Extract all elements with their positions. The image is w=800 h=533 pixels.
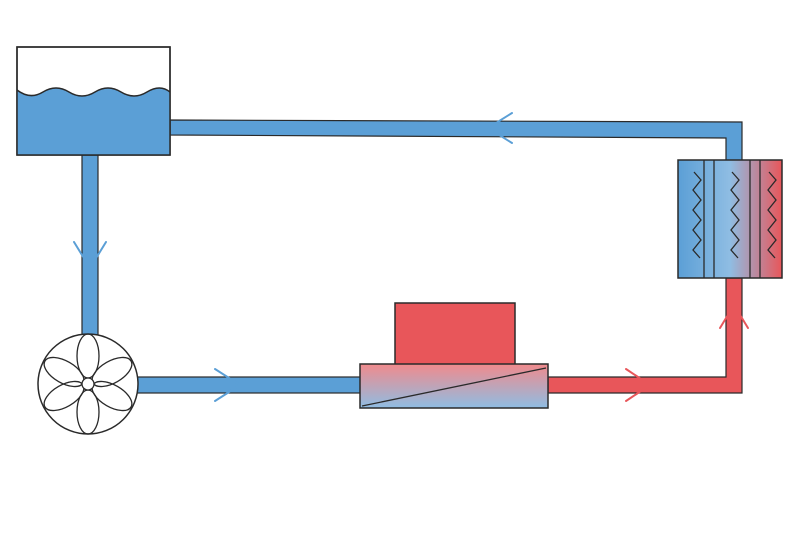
arrow-left-icon: [487, 112, 513, 144]
cold-plate: [359, 363, 549, 409]
water-surface: [17, 88, 170, 155]
arrow-right-icon: [214, 368, 241, 402]
plate-diagonal: [361, 367, 547, 407]
arrow-down-icon: [73, 241, 107, 269]
heat-block: [394, 302, 516, 367]
arrow-up-icon: [719, 304, 749, 329]
water-wave-line: [16, 87, 171, 97]
reservoir-tank: [16, 46, 171, 156]
pipe-reservoir-to-pump: [81, 154, 99, 336]
radiator: [677, 159, 783, 279]
flow-arrows: [73, 112, 749, 402]
arrow-right-icon: [625, 368, 651, 402]
heat-source: [359, 302, 549, 409]
tank-outline: [16, 46, 171, 156]
pipe-pump-to-heat-source: [135, 376, 363, 394]
radiator-body: [677, 159, 783, 279]
radiator-zigzags: [692, 171, 777, 259]
pipe-heat-source-to-radiator: [547, 277, 743, 394]
pump-fan: [37, 333, 139, 435]
pipe-radiator-to-reservoir: [169, 119, 743, 163]
radiator-dividers: [703, 160, 761, 278]
fan-icon: [43, 333, 133, 435]
